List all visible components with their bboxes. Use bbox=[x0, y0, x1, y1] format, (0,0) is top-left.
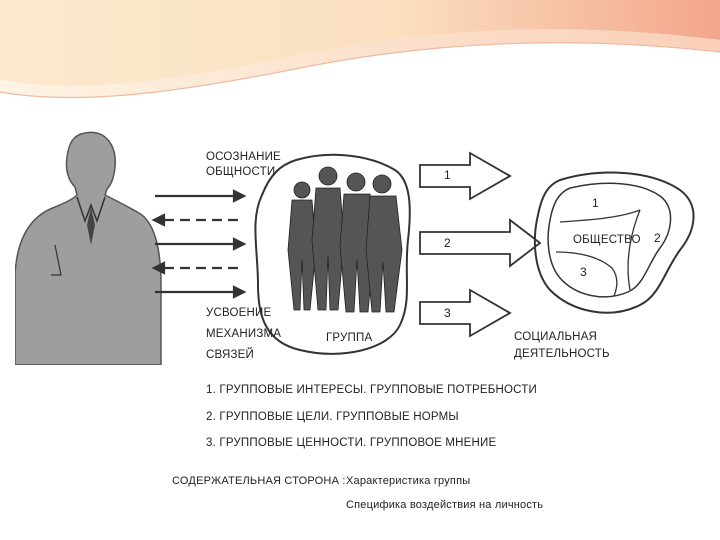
society-region-3: 3 bbox=[580, 265, 587, 279]
social-activity-line2: ДЕЯТЕЛЬНОСТЬ bbox=[514, 347, 610, 362]
list-item-3: 3. ГРУППОВЫЕ ЦЕННОСТИ. ГРУППОВОЕ МНЕНИЕ bbox=[206, 436, 496, 451]
header-banner bbox=[0, 0, 720, 110]
list-item-2: 2. ГРУППОВЫЕ ЦЕЛИ. ГРУППОВЫЕ НОРМЫ bbox=[206, 410, 459, 425]
assimilation-label-line1: УСВОЕНИЕ bbox=[206, 306, 271, 321]
content-side-label: СОДЕРЖАТЕЛЬНАЯ СТОРОНА : bbox=[172, 474, 346, 489]
awareness-label-line1: ОСОЗНАНИЕ bbox=[206, 150, 281, 165]
arrow-number-3: 3 bbox=[444, 306, 451, 320]
content-side-item-2: Специфика воздействия на личность bbox=[346, 498, 543, 513]
society-region-1: 1 bbox=[592, 196, 599, 210]
arrow-number-1: 1 bbox=[444, 168, 451, 182]
arrow-number-2: 2 bbox=[444, 236, 451, 250]
awareness-label-line2: ОБЩНОСТИ bbox=[206, 165, 275, 180]
group-label: ГРУППА bbox=[326, 331, 372, 346]
society-region-2: 2 bbox=[654, 231, 661, 245]
society-label: ОБЩЕСТВО bbox=[573, 233, 641, 248]
assimilation-label-line2: МЕХАНИЗМА bbox=[206, 327, 281, 342]
assimilation-label-line3: СВЯЗЕЙ bbox=[206, 348, 254, 363]
social-activity-line1: СОЦИАЛЬНАЯ bbox=[514, 330, 597, 345]
content-side-item-1: Характеристика группы bbox=[346, 474, 470, 489]
group-figures bbox=[280, 160, 410, 320]
list-item-1: 1. ГРУППОВЫЕ ИНТЕРЕСЫ. ГРУППОВЫЕ ПОТРЕБН… bbox=[206, 383, 537, 398]
person-silhouette bbox=[15, 125, 185, 365]
